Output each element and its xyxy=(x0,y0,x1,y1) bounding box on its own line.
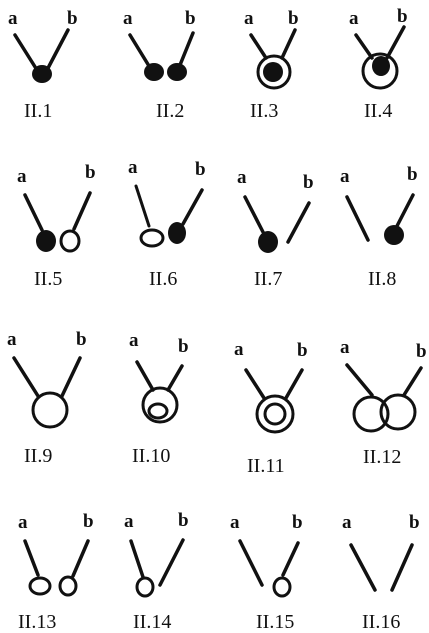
filled-core xyxy=(263,62,283,82)
label-b: b xyxy=(397,6,408,27)
figure-caption: II.1 xyxy=(24,100,52,122)
figure-II-5: a b II.5 xyxy=(17,162,96,290)
filled-body-left xyxy=(144,63,164,81)
label-b: b xyxy=(85,162,96,183)
outer-ring xyxy=(256,54,292,90)
figure-II-15: a b II.15 xyxy=(230,512,303,633)
open-core xyxy=(147,402,169,420)
filled-core xyxy=(372,56,390,76)
label-a: a xyxy=(18,512,28,533)
open-body-right xyxy=(379,393,417,431)
label-b: b xyxy=(178,336,189,357)
label-b: b xyxy=(297,340,308,361)
open-body xyxy=(31,391,69,429)
figure-II-3: a b II.3 xyxy=(244,8,299,122)
label-b: b xyxy=(288,8,299,29)
filled-body xyxy=(384,225,404,245)
figure-II-1: a b II.1 xyxy=(8,8,78,122)
open-body xyxy=(139,228,165,248)
outer-ring xyxy=(361,52,399,90)
open-core xyxy=(263,402,287,426)
label-b: b xyxy=(178,510,189,531)
filled-body xyxy=(32,65,52,83)
figure-caption: II.7 xyxy=(254,268,282,290)
figure-II-2: a b II.2 xyxy=(123,8,196,122)
figure-II-13: a b II.13 xyxy=(18,511,94,633)
label-a: a xyxy=(230,512,240,533)
label-b: b xyxy=(83,511,94,532)
filled-body xyxy=(36,230,56,252)
open-body-right xyxy=(58,575,78,597)
filled-body xyxy=(168,222,186,244)
open-body-left xyxy=(352,395,390,433)
label-b: b xyxy=(416,341,427,362)
label-a: a xyxy=(124,511,134,532)
figure-caption: II.9 xyxy=(24,445,52,467)
figure-II-6: a b II.6 xyxy=(128,157,206,290)
outer-ring xyxy=(141,386,179,424)
label-b: b xyxy=(76,329,87,350)
label-b: b xyxy=(185,8,196,29)
figure-caption: II.15 xyxy=(256,611,294,633)
figure-caption: II.12 xyxy=(363,446,401,468)
label-a: a xyxy=(17,166,27,187)
figure-II-8: a b II.8 xyxy=(340,164,418,290)
figure-II-14: a b II.14 xyxy=(124,510,189,633)
label-a: a xyxy=(340,337,350,358)
label-b: b xyxy=(407,164,418,185)
label-a: a xyxy=(123,8,133,29)
label-a: a xyxy=(234,339,244,360)
label-a: a xyxy=(129,330,139,351)
figure-caption: II.14 xyxy=(133,611,171,633)
figure-caption: II.4 xyxy=(364,100,392,122)
figure-II-9: a b II.9 xyxy=(7,329,87,467)
label-a: a xyxy=(237,167,247,188)
figure-caption: II.8 xyxy=(368,268,396,290)
open-body xyxy=(59,229,81,253)
label-a: a xyxy=(128,157,138,178)
figure-II-11: a b II.11 xyxy=(234,339,308,477)
label-a: a xyxy=(349,8,359,29)
figure-II-16: a b II.16 xyxy=(342,512,420,633)
filled-body-right xyxy=(167,63,187,81)
label-b: b xyxy=(303,172,314,193)
open-body-left xyxy=(28,576,52,596)
label-b: b xyxy=(409,512,420,533)
figure-caption: II.11 xyxy=(247,455,285,477)
label-a: a xyxy=(342,512,352,533)
open-body xyxy=(272,576,292,598)
label-a: a xyxy=(8,8,18,29)
figure-II-10: a b II.10 xyxy=(129,330,189,467)
figure-caption: II.16 xyxy=(362,611,400,633)
figure-caption: II.10 xyxy=(132,445,170,467)
open-body xyxy=(135,576,155,598)
figure-caption: II.3 xyxy=(250,100,278,122)
label-a: a xyxy=(7,329,17,350)
label-b: b xyxy=(67,8,78,29)
figure-caption: II.2 xyxy=(156,100,184,122)
outer-ring xyxy=(255,394,295,434)
filled-body xyxy=(258,231,278,253)
figure-caption: II.13 xyxy=(18,611,56,633)
figure-II-7: a b II.7 xyxy=(237,167,314,290)
label-b: b xyxy=(195,159,206,180)
label-a: a xyxy=(244,8,254,29)
label-b: b xyxy=(292,512,303,533)
figure-caption: II.6 xyxy=(149,268,177,290)
figure-caption: II.5 xyxy=(34,268,62,290)
figure-II-4: a b II.4 xyxy=(349,6,408,122)
label-a: a xyxy=(340,166,350,187)
figure-II-12: a b II.12 xyxy=(340,337,427,468)
